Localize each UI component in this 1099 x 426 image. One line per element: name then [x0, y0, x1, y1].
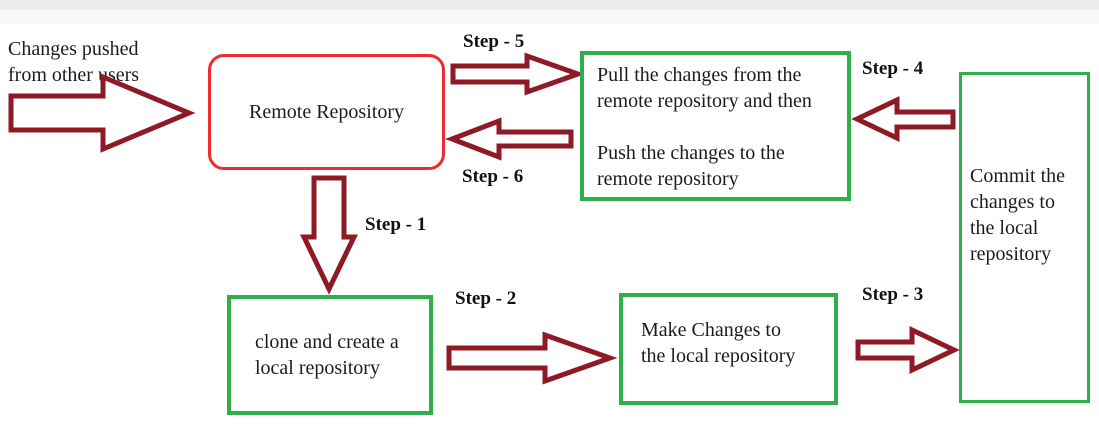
top-light-bar [0, 10, 1099, 24]
step-1-label: Step - 1 [365, 214, 427, 235]
step-4-arrow-icon [851, 96, 956, 142]
make-changes-label: Make Changes to the local repository [641, 319, 796, 367]
clone-node: clone and create a local repository [227, 295, 433, 415]
incoming-changes-arrow-icon [8, 73, 196, 153]
step-5-arrow-icon [450, 52, 586, 96]
step-5-label: Step - 5 [463, 31, 525, 52]
commit-label: Commit the changes to the local reposito… [970, 165, 1065, 265]
step-2-label: Step - 2 [455, 288, 517, 309]
step-3-label: Step - 3 [862, 284, 924, 305]
pull-push-node: Pull the changes from the remote reposit… [580, 51, 851, 201]
top-gray-bar [0, 0, 1099, 10]
changes-pushed-annotation: Changes pushed from other users [8, 38, 140, 86]
commit-node: Commit the changes to the local reposito… [959, 72, 1090, 403]
clone-label: clone and create a local repository [255, 331, 399, 379]
pull-changes-text: Pull the changes from the remote reposit… [597, 64, 812, 112]
step-3-arrow-icon [855, 326, 960, 374]
step-4-label: Step - 4 [862, 58, 924, 79]
remote-repository-label: Remote Repository [249, 101, 404, 123]
remote-repository-node: Remote Repository [208, 54, 445, 170]
make-changes-node: Make Changes to the local repository [619, 293, 838, 405]
step-6-label: Step - 6 [462, 166, 524, 187]
push-changes-text: Push the changes to the remote repositor… [597, 142, 785, 190]
step-1-arrow-icon [300, 175, 358, 295]
step-6-arrow-icon [445, 117, 574, 161]
step-2-arrow-icon [446, 331, 618, 385]
